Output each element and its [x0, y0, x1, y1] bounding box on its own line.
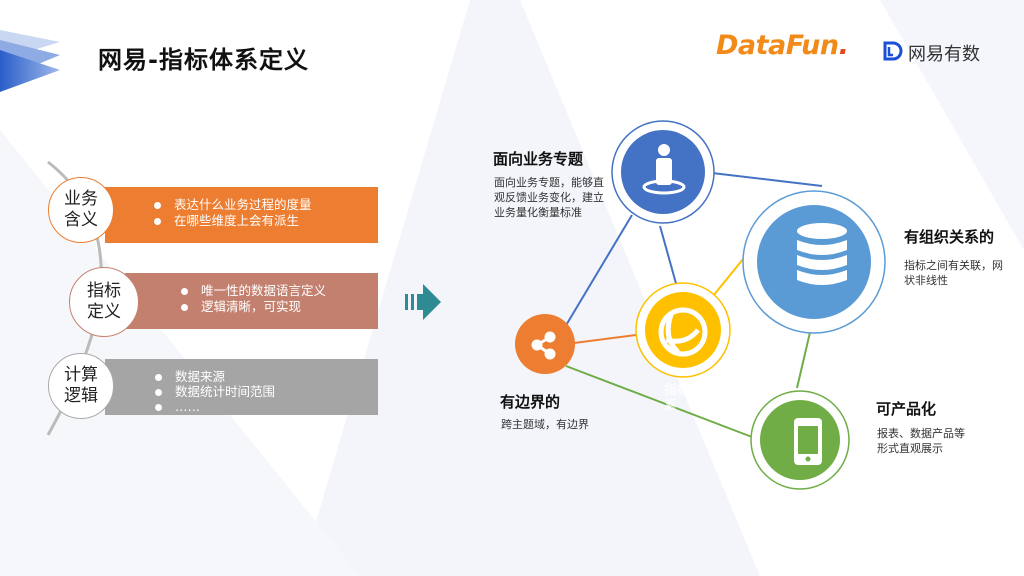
bullet: 唯一性的数据语言定义 [177, 283, 378, 299]
globe-icon [658, 307, 708, 357]
network-lines [564, 172, 823, 438]
person-icon [642, 144, 686, 195]
product-desc: 报表、数据产品等形式直观展示 [877, 427, 965, 455]
share-icon [531, 331, 556, 360]
datafun-logo: DataFun. [716, 30, 849, 61]
node-topic [611, 120, 715, 224]
arrow-right-icon [405, 284, 441, 320]
datafun-logo-box [705, 0, 870, 90]
organized-title: 有组织关系的 [904, 228, 995, 246]
node-center [635, 282, 731, 378]
bullet: 表达什么业务过程的度量 [150, 197, 378, 213]
item-calculation-logic: 数据来源数据统计时间范围…… [105, 359, 378, 415]
node-bounded [515, 314, 575, 374]
organized-desc: 指标之间有关联，网状非线性 [904, 259, 1003, 287]
bullet: 逻辑清晰，可实现 [177, 299, 378, 315]
topic-desc: 面向业务专题，能够直观反馈业务变化，建立业务量化衡量标准 [494, 176, 604, 219]
bullet: 数据统计时间范围 [151, 384, 378, 399]
bounded-title: 有边界的 [500, 393, 561, 411]
database-icon [797, 223, 847, 285]
label-calculation-logic: 计算逻辑 [48, 353, 114, 419]
product-title: 可产品化 [876, 400, 937, 418]
mobile-icon [794, 418, 822, 465]
bounded-desc: 跨主题域，有边界 [501, 418, 589, 431]
bullet: …… [151, 399, 378, 414]
page-title: 网易-指标体系定义 [98, 46, 309, 74]
item-metric-definition: 唯一性的数据语言定义逻辑清晰，可实现 [125, 273, 378, 329]
bullet: 在哪些维度上会有派生 [150, 213, 378, 229]
node-organized [742, 190, 886, 334]
netease-youshu-logo: 网易有数 [908, 44, 980, 65]
topic-title: 面向业务专题 [493, 150, 584, 168]
label-business-meaning: 业务含义 [48, 177, 114, 243]
center-label: 指标体系 [664, 383, 704, 414]
bullet: 数据来源 [151, 369, 378, 384]
item-business-meaning: 表达什么业务过程的度量在哪些维度上会有派生 [105, 187, 378, 243]
label-metric-definition: 指标定义 [69, 267, 139, 337]
netease-youshu-logo-icon [883, 41, 903, 61]
node-product [750, 390, 850, 490]
